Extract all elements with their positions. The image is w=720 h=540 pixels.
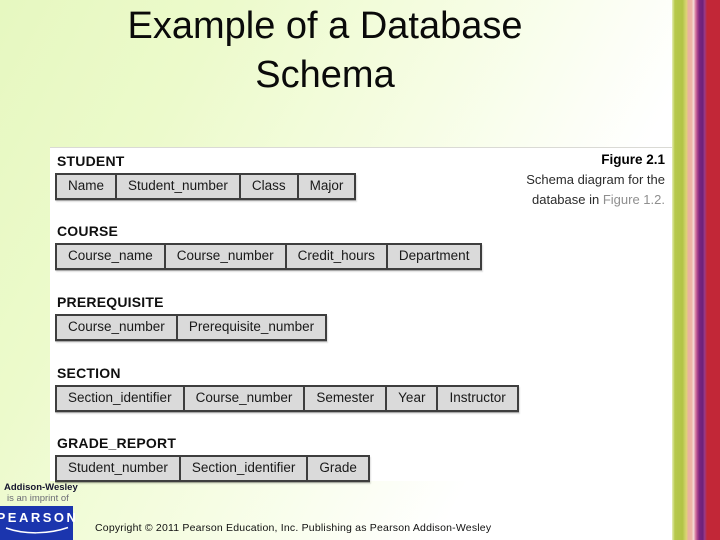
slide-title-line2: Schema <box>255 54 395 96</box>
column-header: Department <box>385 245 481 268</box>
column-header: Student_number <box>68 460 168 475</box>
table-name-label: STUDENT <box>57 153 125 169</box>
copyright-text: Copyright © 2011 Pearson Education, Inc.… <box>95 522 492 534</box>
figure-panel: Figure 2.1 Schema diagram for the databa… <box>50 147 672 482</box>
table-name-label: COURSE <box>57 223 119 239</box>
figure-caption-line2-prefix: database in <box>532 192 603 207</box>
table-row: Section_identifier Course_number Semeste… <box>55 385 519 412</box>
column-header: Course_name <box>68 248 153 263</box>
table-course: COURSE Course_name Course_number Credit_… <box>55 223 483 270</box>
table-name-label: GRADE_REPORT <box>57 435 177 451</box>
figure-caption: Figure 2.1 Schema diagram for the databa… <box>465 150 665 210</box>
column-header: Major <box>296 175 355 198</box>
column-header: Student_number <box>115 175 239 198</box>
column-header: Credit_hours <box>284 245 386 268</box>
pearson-logo: PEARSON <box>0 506 76 540</box>
table-row: Name Student_number Class Major <box>55 173 357 200</box>
slide-title: Example of a Database Schema <box>40 0 610 100</box>
column-header: Course_number <box>68 319 165 334</box>
column-header: Year <box>385 387 436 410</box>
column-header: Prerequisite_number <box>175 316 325 339</box>
imprint-name: Addison-Wesley <box>4 482 78 493</box>
figure-caption-label: Figure 2.1 <box>601 152 665 167</box>
column-header: Section_identifier <box>178 457 307 480</box>
table-row: Course_number Prerequisite_number <box>55 314 328 341</box>
column-header: Class <box>238 175 297 198</box>
pearson-swoosh-icon <box>5 526 68 534</box>
column-header: Course_number <box>163 245 285 268</box>
table-section: SECTION Section_identifier Course_number… <box>55 365 519 412</box>
figure-caption-cross-reference: Figure 1.2. <box>602 192 665 207</box>
table-row: Course_name Course_number Credit_hours D… <box>55 243 483 270</box>
pearson-logo-text: PEARSON <box>0 510 79 525</box>
decorative-stripe <box>672 0 720 540</box>
table-name-label: SECTION <box>57 365 121 381</box>
table-prerequisite: PREREQUISITE Course_number Prerequisite_… <box>55 294 328 341</box>
column-header: Grade <box>306 457 368 480</box>
table-row: Student_number Section_identifier Grade <box>55 455 370 482</box>
imprint-tagline: is an imprint of <box>7 493 69 504</box>
column-header: Course_number <box>182 387 304 410</box>
column-header: Name <box>68 178 105 193</box>
column-header: Semester <box>303 387 385 410</box>
table-student: STUDENT Name Student_number Class Major <box>55 153 357 200</box>
figure-caption-line2: database in Figure 1.2. <box>465 190 665 210</box>
table-name-label: PREREQUISITE <box>57 294 164 310</box>
figure-caption-line1: Schema diagram for the <box>526 172 665 187</box>
table-grade-report: GRADE_REPORT Student_number Section_iden… <box>55 435 370 482</box>
slide-title-line1: Example of a Database <box>127 5 523 47</box>
column-header: Section_identifier <box>68 390 172 405</box>
column-header: Instructor <box>436 387 516 410</box>
